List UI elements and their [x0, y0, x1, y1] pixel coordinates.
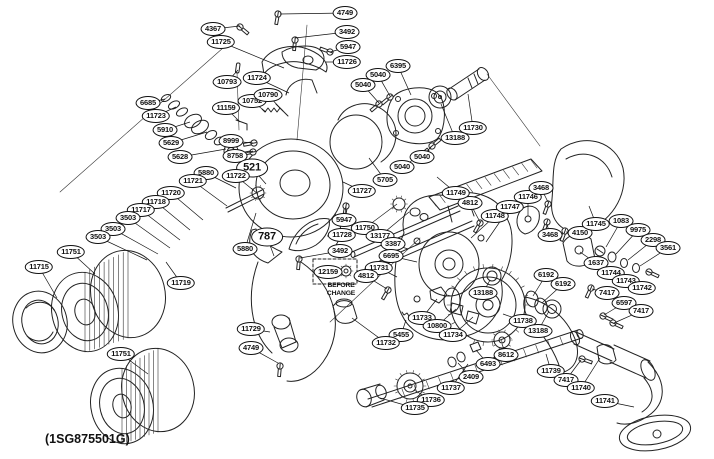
part-label-9975: 9975	[625, 223, 651, 237]
part-label-4749: 4749	[332, 6, 358, 20]
part-label-12159: 12159	[313, 265, 343, 279]
part-label-3468: 3468	[528, 181, 554, 195]
part-label-787: 787	[251, 227, 283, 247]
part-label-6695: 6695	[378, 249, 404, 263]
part-label-1083: 1083	[608, 214, 634, 228]
part-label-11750: 11750	[350, 221, 380, 235]
part-label-11737: 11737	[436, 381, 466, 395]
part-label-8758: 8758	[222, 149, 248, 163]
part-label-3503: 3503	[115, 211, 141, 225]
part-label-5628: 5628	[167, 150, 193, 164]
part-label-6395: 6395	[385, 59, 411, 73]
part-label-13188: 13188	[440, 131, 470, 145]
part-label-11747: 11747	[495, 200, 525, 214]
part-label-11722: 11722	[221, 169, 251, 183]
before-change-line1: BEFORE	[327, 282, 355, 289]
part-label-8999: 8999	[218, 134, 244, 148]
part-label-11729: 11729	[236, 322, 266, 336]
part-label-11734: 11734	[438, 328, 468, 342]
part-label-11742: 11742	[627, 281, 657, 295]
before-change-caption: BEFORE CHANGE	[323, 282, 359, 297]
part-label-11730: 11730	[458, 121, 488, 135]
part-label-5880: 5880	[232, 242, 258, 256]
part-label-5040: 5040	[365, 68, 391, 82]
part-label-8612: 8612	[493, 348, 519, 362]
part-label-10790: 10790	[253, 88, 283, 102]
alignment-lines	[59, 24, 541, 323]
part-label-5705: 5705	[372, 173, 398, 187]
part-label-3492: 3492	[327, 244, 353, 258]
part-label-11728: 11728	[327, 228, 357, 242]
part-label-3503: 3503	[85, 230, 111, 244]
spare-spool-sketch	[90, 347, 195, 445]
part-label-11735: 11735	[400, 401, 430, 415]
handle-sketch	[569, 330, 692, 452]
part-label-2409: 2409	[458, 370, 484, 384]
part-label-6192: 6192	[550, 277, 576, 291]
part-label-5040: 5040	[409, 150, 435, 164]
part-label-13188: 13188	[468, 286, 498, 300]
part-label-4812: 4812	[353, 269, 379, 283]
part-label-5947: 5947	[331, 213, 357, 227]
part-label-11740: 11740	[566, 381, 596, 395]
part-label-11723: 11723	[141, 109, 171, 123]
figure-code: (1SG875501G)	[45, 432, 130, 446]
part-label-11751: 11751	[106, 347, 136, 361]
bail-assembly-sketch	[235, 45, 328, 131]
drag-knob-sketch	[12, 290, 68, 354]
part-label-3468: 3468	[537, 228, 563, 242]
part-label-11159: 11159	[211, 101, 241, 115]
part-label-7417: 7417	[628, 304, 654, 318]
clutch-drum-sketch	[329, 103, 397, 170]
before-change-line2: CHANGE	[326, 289, 356, 297]
part-label-4367: 4367	[200, 22, 226, 36]
part-label-5947: 5947	[335, 40, 361, 54]
rotor-sketch	[238, 138, 344, 264]
part-label-5040: 5040	[389, 160, 415, 174]
part-label-11751: 11751	[56, 245, 86, 259]
part-label-7417: 7417	[594, 286, 620, 300]
line-roller-sketch	[250, 261, 336, 382]
part-label-5040: 5040	[350, 78, 376, 92]
part-label-6192: 6192	[533, 268, 559, 282]
part-label-10793: 10793	[212, 75, 242, 89]
part-label-11726: 11726	[332, 55, 362, 69]
part-label-11724: 11724	[242, 71, 272, 85]
part-label-11715: 11715	[24, 260, 54, 274]
part-label-11749: 11749	[441, 186, 471, 200]
part-label-3387: 3387	[380, 237, 406, 251]
part-label-5629: 5629	[158, 136, 184, 150]
part-label-3492: 3492	[334, 25, 360, 39]
part-label-11719: 11719	[166, 276, 196, 290]
part-label-11721: 11721	[178, 174, 208, 188]
spool-sketch	[51, 249, 166, 353]
part-label-13188: 13188	[523, 324, 553, 338]
part-label-11727: 11727	[347, 184, 377, 198]
part-label-5910: 5910	[152, 123, 178, 137]
spool-shaft-sketch	[446, 67, 490, 101]
anti-reverse-housing-sketch	[386, 85, 452, 145]
part-label-4749: 4749	[238, 341, 264, 355]
part-label-11741: 11741	[590, 394, 620, 408]
part-label-11725: 11725	[206, 35, 236, 49]
part-label-6685: 6685	[135, 96, 161, 110]
part-label-3561: 3561	[655, 241, 681, 255]
part-label-4812: 4812	[457, 196, 483, 210]
part-label-6493: 6493	[475, 357, 501, 371]
part-label-11732: 11732	[371, 336, 401, 350]
